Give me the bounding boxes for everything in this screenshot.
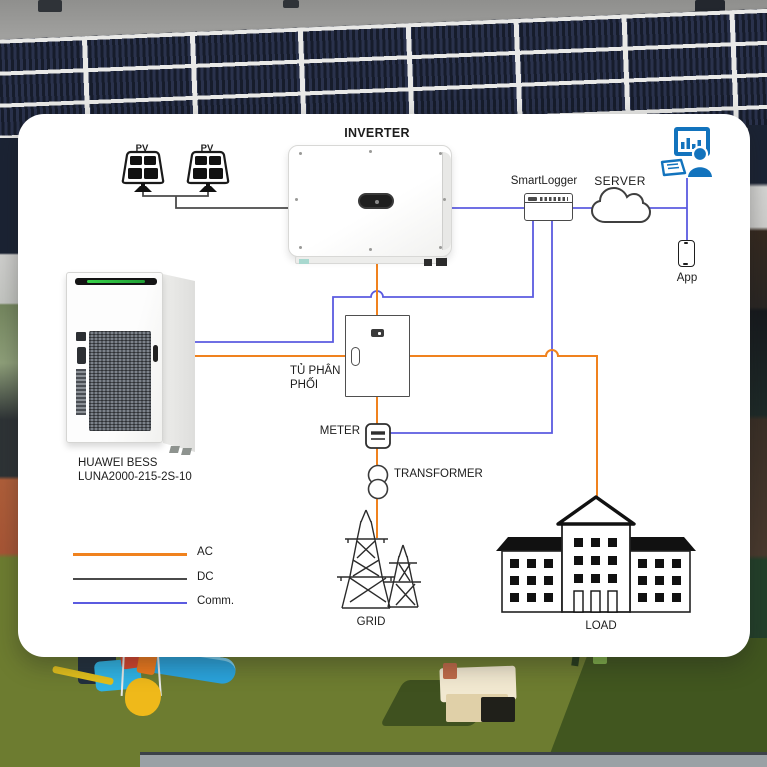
smartlogger-port — [528, 196, 537, 201]
bess-led-bar — [75, 278, 157, 285]
bess-label-line2: LUNA2000-215-2S-10 — [78, 471, 192, 483]
app-label: App — [676, 272, 698, 284]
bess-cabinet-side — [163, 274, 195, 452]
pool-edge — [140, 752, 767, 767]
bess-door-handle — [153, 345, 158, 362]
background-left-strip — [0, 138, 20, 767]
inverter-label-sticker — [299, 259, 309, 264]
legend-dc-label: DC — [197, 571, 214, 583]
grid-label: GRID — [356, 616, 386, 628]
legend-dc-line-swatch — [73, 578, 187, 581]
legend-comm-line-swatch — [73, 602, 187, 605]
load-label: LOAD — [585, 620, 617, 632]
pv-label-2: PV — [200, 143, 214, 154]
pv-label-1: PV — [135, 143, 149, 154]
bess-cabinet-image — [66, 272, 163, 443]
cabinet-handle — [351, 347, 360, 366]
distribution-label-line1: TỦ PHÂN — [290, 365, 341, 377]
legend-ac-line-swatch — [73, 553, 187, 556]
roof-vent — [38, 0, 62, 12]
inverter-connector — [424, 259, 432, 266]
legend-ac-label: AC — [197, 546, 213, 558]
meter-label: METER — [319, 425, 360, 437]
server-label: SERVER — [594, 174, 646, 188]
bess-base-vent — [181, 448, 192, 455]
inverter-image — [288, 145, 452, 257]
picnic-table — [443, 663, 457, 679]
picnic-table — [481, 697, 515, 722]
distribution-cabinet-icon — [345, 315, 410, 397]
bess-label-line1: HUAWEI BESS — [78, 457, 158, 469]
inverter-connector — [436, 258, 447, 266]
inverter-display — [358, 193, 394, 209]
background-right-strip — [748, 125, 767, 655]
app-phone-icon — [678, 240, 695, 267]
bess-base-vent — [169, 446, 180, 453]
legend-comm-label: Comm. — [197, 595, 235, 607]
distribution-label-line2: PHỐI — [290, 379, 319, 391]
smartlogger-label: SmartLogger — [510, 175, 578, 187]
cabinet-latch — [371, 329, 384, 337]
inverter-heatsink — [442, 152, 451, 250]
transformer-label: TRANSFORMER — [394, 468, 483, 480]
smartlogger-vents — [540, 196, 568, 201]
bess-vent-grille — [89, 331, 151, 431]
roof-vent — [283, 0, 299, 8]
smartlogger-icon — [524, 193, 573, 221]
playground-equipment — [125, 678, 161, 716]
inverter-label: INVERTER — [344, 126, 410, 140]
